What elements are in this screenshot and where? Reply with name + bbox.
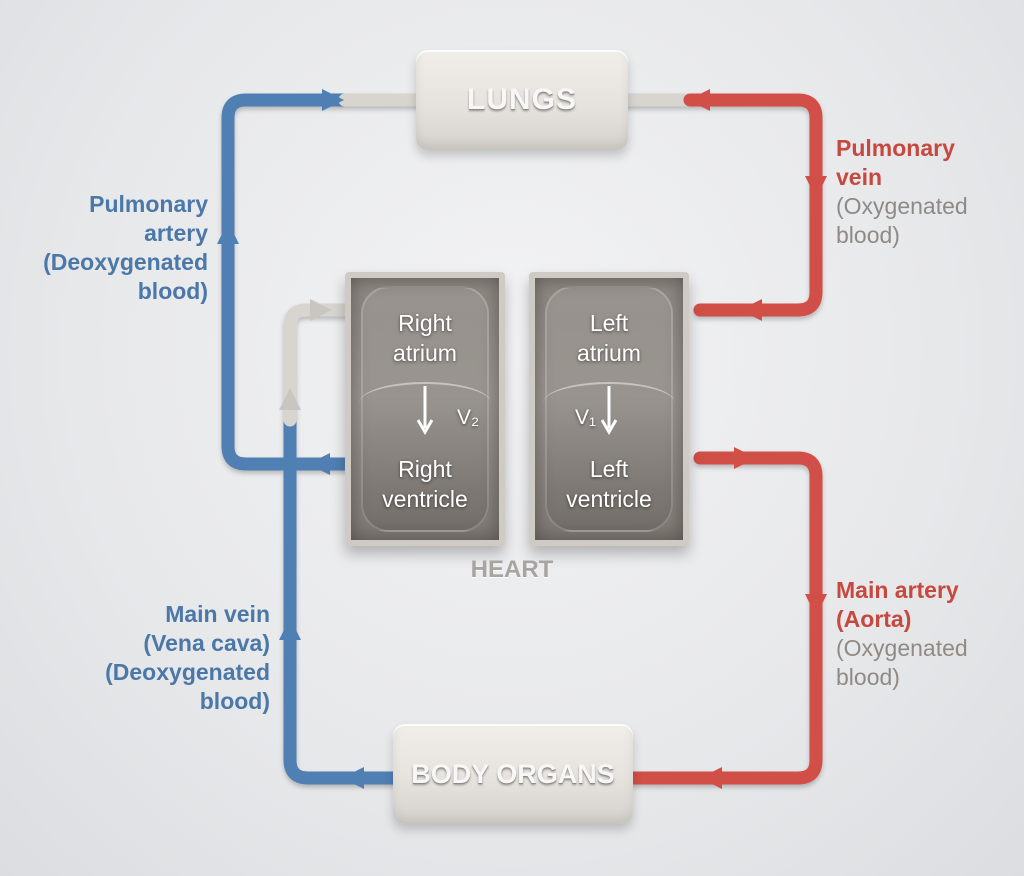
pulmonary-artery-label: Pulmonary artery (Deoxygenated blood) xyxy=(43,191,208,304)
pulmonary-vein-label: Pulmonary vein (Oxygenated blood) xyxy=(836,135,968,248)
arrow-icon xyxy=(740,299,762,321)
left-ventricle-label: Left ventricle xyxy=(566,456,652,512)
down-arrow-icon xyxy=(601,386,617,435)
arrow-icon xyxy=(700,767,722,789)
right-heart-chamber: Right atrium V₂ Right ventricle xyxy=(345,272,505,546)
lungs-block: LUNGS xyxy=(416,50,628,150)
arrow-icon xyxy=(342,767,364,789)
flow-arrows xyxy=(217,89,827,789)
vena-cava-pipe xyxy=(283,413,400,785)
heart-title: HEART xyxy=(470,556,554,583)
main-artery-label: Main artery (Aorta) (Oxygenated blood) xyxy=(836,577,968,690)
arrow-icon xyxy=(805,176,827,198)
aorta-pipe xyxy=(626,451,823,785)
pulmonary-vein-pipe xyxy=(683,93,823,317)
down-arrow-icon xyxy=(417,386,433,435)
main-vein-label: Main vein (Vena cava) (Deoxygenated bloo… xyxy=(105,601,270,714)
left-atrium-label: Left atrium xyxy=(577,310,641,366)
arrow-icon xyxy=(279,618,301,640)
right-atrium-label: Right atrium xyxy=(393,310,457,366)
arrow-icon xyxy=(308,453,330,475)
arrow-icon xyxy=(734,447,756,469)
arrow-icon xyxy=(310,299,332,321)
valve-v2-label: V₂ xyxy=(457,406,480,429)
pulmonary-artery-pipe xyxy=(221,93,352,471)
arrow-icon xyxy=(805,594,827,616)
right-ventricle-label: Right ventricle xyxy=(382,456,468,512)
valve-v1-label: V₁ xyxy=(575,406,597,429)
arrow-icon xyxy=(279,388,301,410)
arrow-icon xyxy=(688,89,710,111)
left-heart-chamber: Left atrium V₁ Left ventricle xyxy=(529,272,689,546)
arrow-icon xyxy=(217,222,239,244)
arrow-icon xyxy=(322,89,344,111)
body-organs-block: BODY ORGANS xyxy=(393,724,633,824)
vena-cava-pipe-neutral xyxy=(283,303,352,427)
